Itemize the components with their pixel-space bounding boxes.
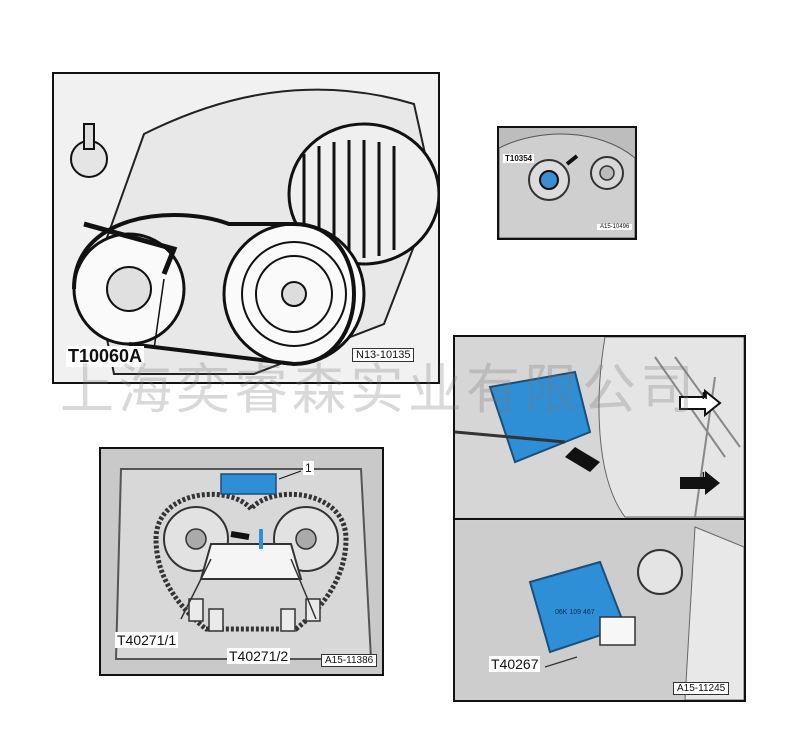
figure-code: A15-11386 xyxy=(321,654,378,667)
tool-label-t10354: T10354 xyxy=(503,154,535,163)
figure-code: A15-11245 xyxy=(673,682,730,695)
callout-number: 1 xyxy=(303,461,314,475)
panel-camshaft-locking: 1 T40271/1 T40271/2 A15-11386 xyxy=(99,447,384,676)
panel-tensioner-locking: II II 06K 109 467 T40267 A15-11245 xyxy=(453,335,746,702)
tool-label-t40271-1: T40271/1 xyxy=(115,632,179,648)
belt-drive-illustration xyxy=(54,74,438,382)
arrow-label-upper: II xyxy=(702,391,708,402)
tool-label-t10060a: T10060A xyxy=(66,346,145,367)
figure-code: A15-10496 xyxy=(597,224,633,230)
arrow-label-lower: II xyxy=(702,471,708,482)
camshaft-illustration xyxy=(101,449,382,674)
tensioner-illustration xyxy=(499,128,635,238)
panel-belt-tensioner: T10060A N13-10135 xyxy=(52,72,440,384)
panel-tensioner-closeup: T10354 A15-10496 xyxy=(497,126,637,240)
part-number-text: 06K 109 467 xyxy=(555,609,595,616)
figure-code: N13-10135 xyxy=(352,348,415,362)
tool-label-t40271-2: T40271/2 xyxy=(227,648,291,664)
tool-label-t40267: T40267 xyxy=(489,656,541,672)
